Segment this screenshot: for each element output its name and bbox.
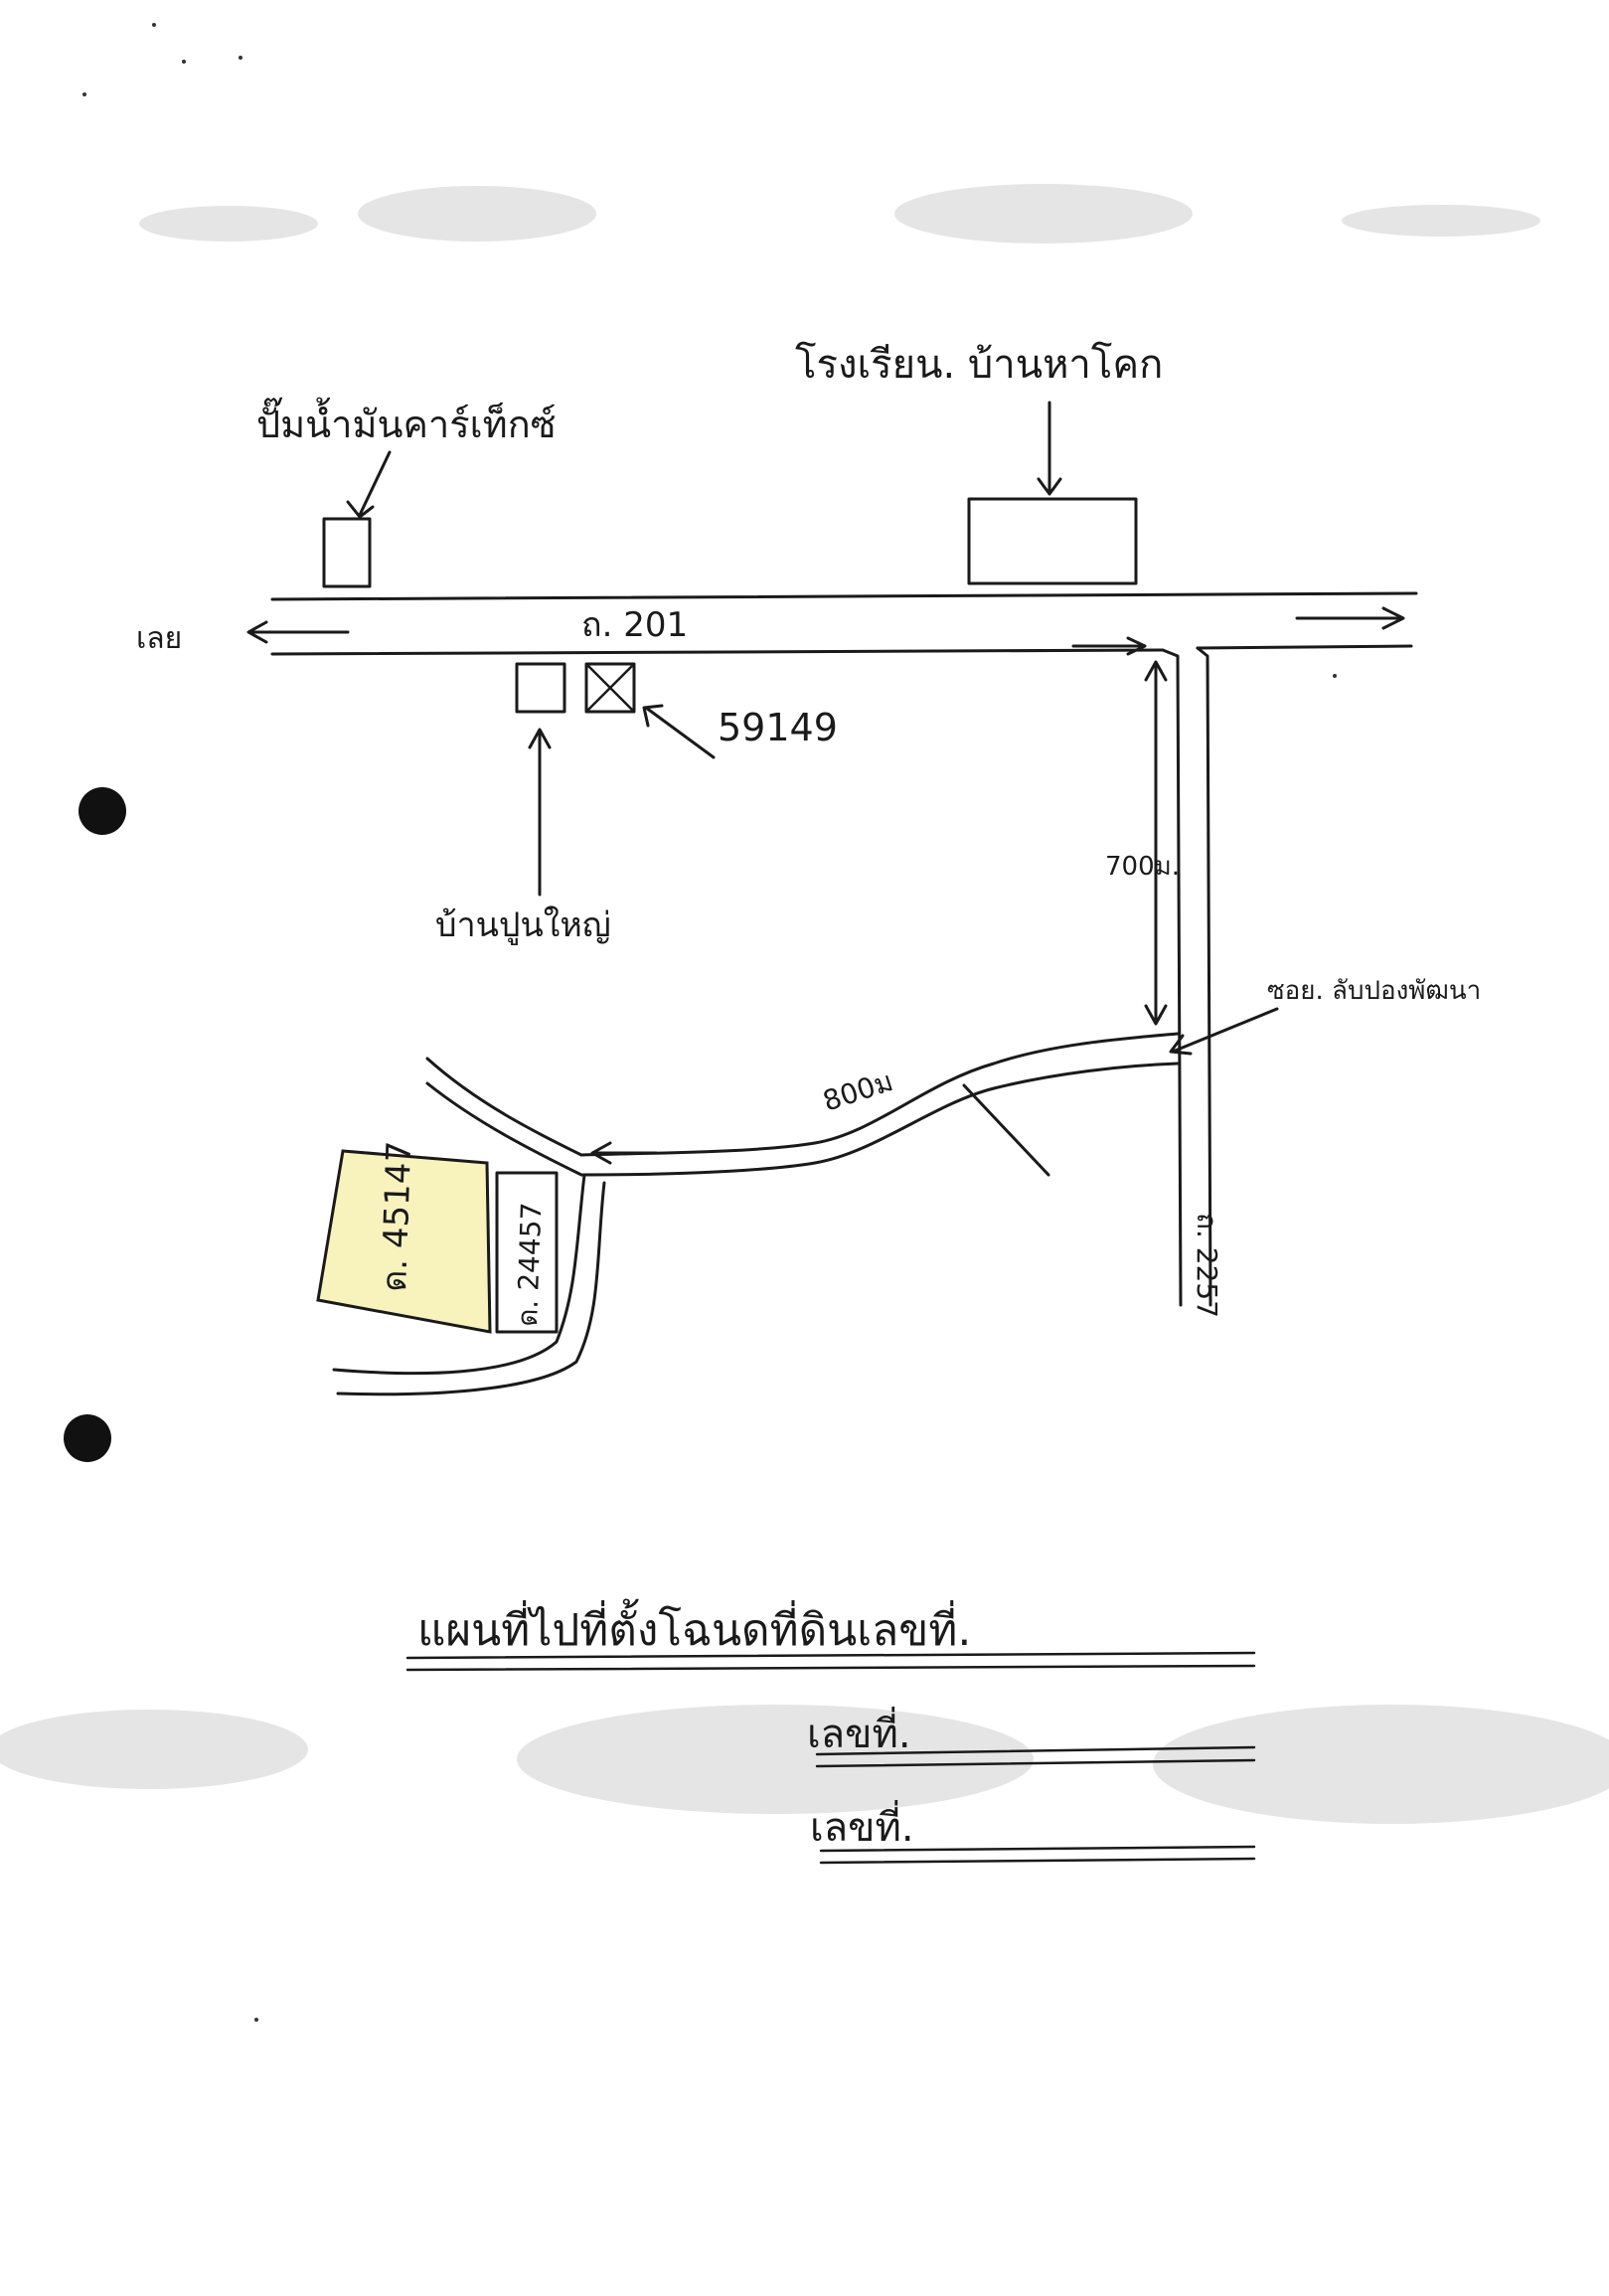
- distance-800-label: 800ม: [819, 1065, 897, 1118]
- number-line-1-label: เลขที่.: [807, 1707, 911, 1757]
- neighbor-parcel: [495, 1171, 559, 1334]
- junction-arrow: [1169, 1007, 1279, 1056]
- school-label: โรงเรียน. บ้านหาโคก: [795, 342, 1163, 388]
- village-label: บ้านปูนใหญ่: [435, 905, 611, 945]
- stray-marks: [82, 23, 1337, 2022]
- neighbor-parcel-label: ด. 24457: [511, 1202, 548, 1327]
- punch-hole-bottom: [64, 1414, 111, 1462]
- target-parcel-label: ด. 45147: [375, 1140, 419, 1292]
- school-building: [967, 497, 1138, 585]
- caption-title-underline: [405, 1651, 1256, 1672]
- gas-station-arrow: [346, 450, 392, 519]
- lane-road: [579, 1032, 1180, 1177]
- southwest-road-outer: [332, 1173, 586, 1376]
- punch-hole-top: [79, 787, 126, 835]
- gas-station-building: [322, 517, 372, 588]
- lane-end-arrow: [590, 1141, 658, 1165]
- west-direction-label: เลย: [136, 621, 182, 656]
- number-line-2-rule: [819, 1845, 1256, 1865]
- distance-700-arrow: [1144, 660, 1168, 1026]
- scan-smudges: [0, 184, 1609, 1824]
- village-arrow: [528, 728, 552, 897]
- village-building: [515, 662, 566, 714]
- marked-building-arrow: [642, 704, 716, 759]
- number-line-1-rule: [815, 1745, 1256, 1768]
- road-junction-arrow: [1071, 636, 1147, 656]
- northwest-track: [425, 1057, 583, 1157]
- building-marker-label: 59149: [718, 706, 838, 749]
- caption-title: แผนที่ไปที่ตั้งโฉนดที่ดินเลขที่.: [417, 1598, 971, 1656]
- gas-station-label: ปั๊มน้ำมันคาร์เท็กซ์: [256, 397, 557, 446]
- west-arrow: [246, 620, 350, 644]
- east-arrow: [1295, 606, 1405, 630]
- school-arrow: [1037, 401, 1062, 496]
- distance-700-label: 700ม.: [1105, 852, 1180, 882]
- junction-label: ซอย. ลับปองพัฒนา: [1267, 976, 1481, 1006]
- marked-building: [584, 662, 636, 714]
- lane-branch: [962, 1083, 1050, 1177]
- main-road-label: ถ. 201: [581, 605, 688, 645]
- side-road: [1161, 646, 1212, 1307]
- number-line-2-label: เลขที่.: [810, 1800, 914, 1851]
- target-parcel: [316, 1149, 492, 1334]
- southwest-road-inner: [336, 1181, 606, 1396]
- side-road-label: ถ. 2257: [1191, 1213, 1223, 1318]
- northwest-track-edge: [425, 1081, 583, 1177]
- main-road: [270, 591, 1418, 656]
